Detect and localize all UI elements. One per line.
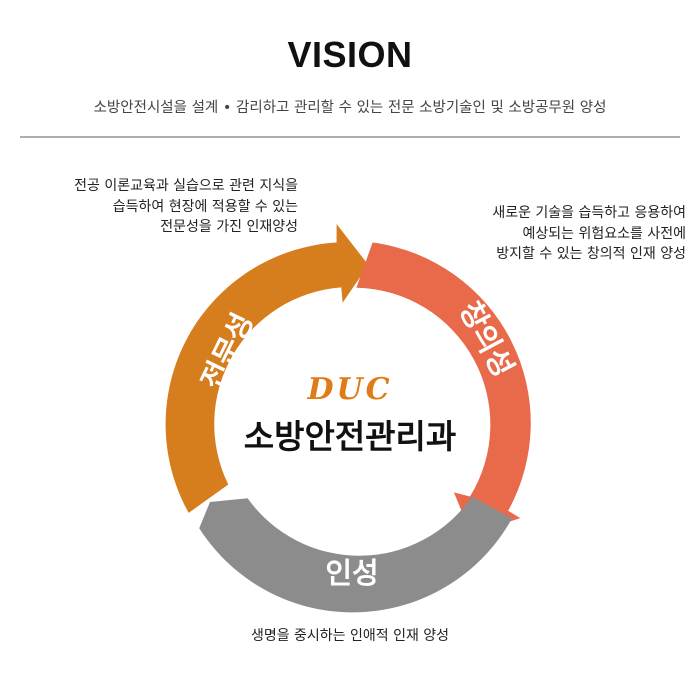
page-title: VISION xyxy=(287,34,413,75)
college-logo: DUC xyxy=(307,372,393,407)
divider xyxy=(20,136,680,138)
description-line: 생명을 중시하는 인애적 인재 양성 xyxy=(250,628,450,644)
description-line: 전문성을 가진 인재양성 xyxy=(160,219,298,235)
expertise-description: 전공 이론교육과 실습으로 관련 지식을 습득하여 현장에 적용할 수 있는 전… xyxy=(74,176,298,238)
description-line: 방지할 수 있는 창의적 인재 양성 xyxy=(496,246,686,262)
department-name: 소방안전관리과 xyxy=(243,417,457,456)
creativity-description: 새로운 기술을 습득하고 응용하여 예상되는 위험요소를 사전에 방지할 수 있… xyxy=(492,203,686,265)
segment-label-humanity: 인성 xyxy=(325,556,378,590)
description-line: 새로운 기술을 습득하고 응용하여 xyxy=(492,205,686,221)
vision-statement: 소방안전시설을 설계 • 감리하고 관리할 수 있는 전문 소방기술인 및 소방… xyxy=(93,100,607,116)
expertise-arrow-segment xyxy=(165,224,369,513)
creativity-arrow-segment xyxy=(356,242,531,535)
description-line: 예상되는 위험요소를 사전에 xyxy=(522,225,686,242)
description-line: 전공 이론교육과 실습으로 관련 지식을 xyxy=(74,178,298,194)
description-line: 습득하여 현장에 적용할 수 있는 xyxy=(112,198,298,215)
humanity-description: 생명을 중시하는 인애적 인재 양성 xyxy=(0,626,700,647)
humanity-arrow-segment xyxy=(199,496,512,613)
